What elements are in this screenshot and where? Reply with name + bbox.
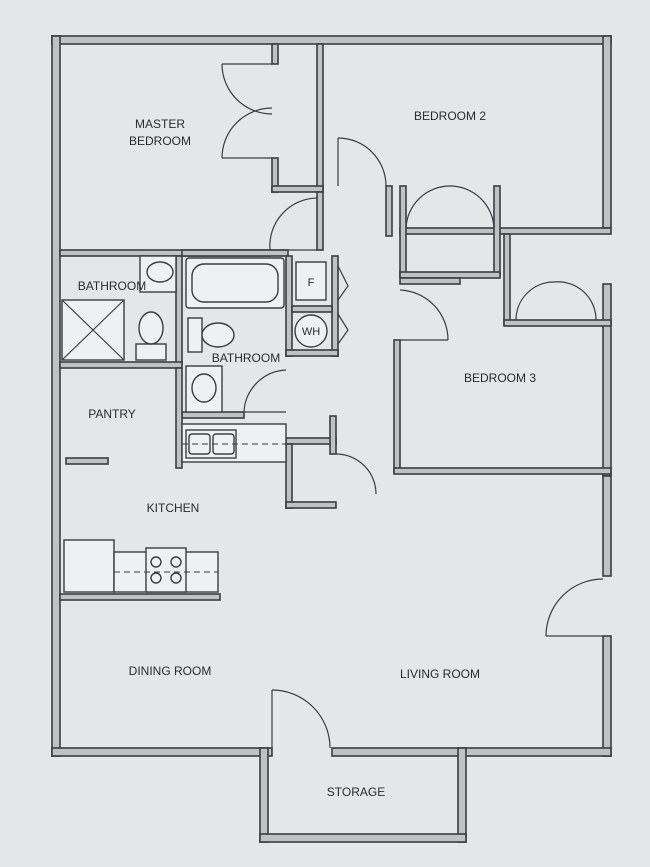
wall-top <box>51 35 612 45</box>
sink-icon <box>191 373 217 403</box>
wall-left <box>51 35 61 757</box>
bedroom3-closet-left <box>503 233 511 325</box>
master-closet-wall-bottom <box>271 185 324 193</box>
sink-icon <box>146 261 174 283</box>
wall-bottom-right <box>331 747 612 757</box>
storage-wall-bottom <box>259 833 467 843</box>
toilet-tank <box>135 343 167 361</box>
refrigerator-icon <box>63 539 115 593</box>
master-closet-wall-right <box>316 43 324 193</box>
door-swing <box>335 453 377 495</box>
burner <box>170 572 182 584</box>
master-closet-wall-left <box>271 43 279 65</box>
wall-right-bottom <box>602 635 612 757</box>
room-label-kitchen: KITCHEN <box>147 501 200 515</box>
doors <box>221 63 604 749</box>
water-heater-icon <box>294 314 328 348</box>
hall-bath-wall-bottom <box>181 411 245 419</box>
door-swing <box>405 185 451 229</box>
door-swing <box>515 281 555 321</box>
fixtures: F WH <box>61 255 330 593</box>
wall-right-upper <box>602 35 612 229</box>
utility-wall-right <box>331 255 339 357</box>
burner <box>170 556 182 568</box>
bedroom2-wall-left <box>385 185 393 237</box>
pantry-wall-right <box>175 367 183 469</box>
door-swing <box>243 369 287 413</box>
burner <box>150 556 162 568</box>
room-labels: MASTER BEDROOM BEDROOM 2 BEDROOM 3 BATHR… <box>78 109 537 799</box>
toilet-icon <box>201 322 235 348</box>
toilet-icon <box>138 311 164 345</box>
hall-closet-wall-right <box>329 415 337 455</box>
door-swing <box>337 137 387 187</box>
pantry-shelf <box>65 457 109 465</box>
room-label-dining-room: DINING ROOM <box>129 664 212 678</box>
stove-icon <box>145 547 187 593</box>
door-swing <box>337 265 349 301</box>
hall-bath-wall-top <box>181 249 289 257</box>
room-label-master-bedroom: BEDROOM <box>129 134 191 148</box>
door-swing <box>337 313 349 345</box>
room-label-living-room: LIVING ROOM <box>400 667 480 681</box>
wall-right-lower <box>602 475 612 577</box>
toilet-tank <box>187 317 203 353</box>
door-swing <box>221 63 273 115</box>
bedroom3-closet-top <box>399 277 461 285</box>
door-swing <box>449 185 495 229</box>
bedroom2-wall-bottom <box>399 227 612 235</box>
master-bath-wall-right <box>175 255 183 365</box>
room-label-master-bedroom: MASTER <box>135 117 185 131</box>
furnace-icon <box>295 261 327 301</box>
hall-closet-wall-bottom <box>285 501 337 509</box>
burner <box>150 572 162 584</box>
hall-closet-wall-top <box>285 437 337 445</box>
storage-wall-right <box>457 747 467 843</box>
hall-bath-wall-right <box>285 255 293 357</box>
shower-diagonal <box>61 299 125 361</box>
room-label-storage: STORAGE <box>327 785 385 799</box>
door-swing <box>269 197 318 251</box>
utility-wall-divider <box>291 305 333 313</box>
door-swing <box>271 689 331 749</box>
door-swing <box>221 107 273 159</box>
door-swing <box>553 281 597 321</box>
room-label-master-bathroom: BATHROOM <box>78 279 146 293</box>
bedroom2-closet-left <box>399 185 407 277</box>
bathtub-inner <box>191 263 279 303</box>
furnace-label: F <box>308 277 315 289</box>
master-bath-wall-bottom <box>59 361 183 369</box>
bedroom2-closet-right <box>493 185 501 277</box>
room-label-bedroom-2: BEDROOM 2 <box>414 109 486 123</box>
utility-wall-bottom <box>285 349 339 357</box>
walls <box>51 35 612 843</box>
wall-right-mid <box>602 283 612 477</box>
wall-bottom-left <box>51 747 273 757</box>
hall-closet-wall-left <box>285 443 293 509</box>
bedroom3-wall-left <box>393 339 401 473</box>
door-swing <box>545 578 604 637</box>
kitchen-sink-bowl <box>188 433 211 455</box>
room-label-pantry: PANTRY <box>88 407 136 421</box>
room-label-hall-bathroom: BATHROOM <box>212 351 280 365</box>
bedroom3-closet-bottom <box>503 319 612 327</box>
master-bedroom-wall-right <box>316 191 324 251</box>
door-swing <box>399 289 449 341</box>
storage-wall-left <box>259 747 269 843</box>
water-heater-label: WH <box>302 326 320 338</box>
bedroom2-closet-bottom <box>399 271 501 279</box>
room-label-bedroom-3: BEDROOM 3 <box>464 371 536 385</box>
kitchen-wall-bottom <box>59 593 221 601</box>
bedroom3-wall-bottom <box>393 467 612 475</box>
